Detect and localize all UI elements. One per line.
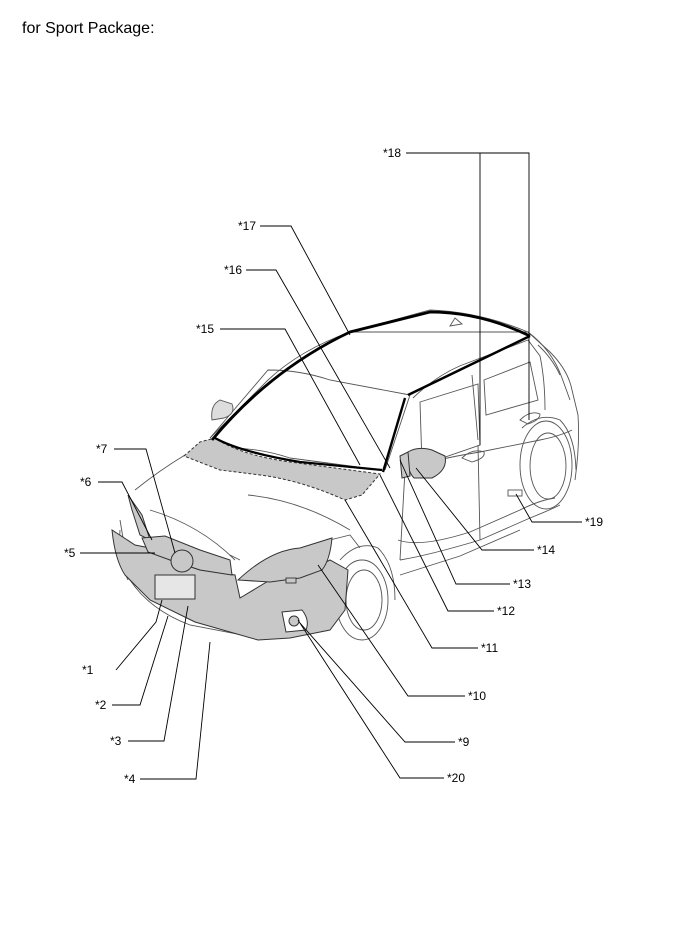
leader-3 [128,605,189,742]
callout-labels: *1 *2 *3 *4 *5 *6 *7 *9 *10 *11 *12 *13 … [64,146,603,786]
callout-label-13: *13 [513,577,531,591]
leader-17 [260,225,351,336]
header-caption: for Sport Package: [22,20,155,37]
callout-label-7: *7 [96,442,108,456]
callout-label-6: *6 [80,475,92,489]
callout-label-4: *4 [124,772,136,786]
leader-15 [220,328,361,466]
leader-2 [112,615,169,706]
leader-18a [406,152,481,445]
callout-label-11: *11 [481,641,498,655]
leader-11 [344,499,478,649]
leader-lines [80,152,582,780]
callout-label-12: *12 [497,604,515,618]
leader-9 [299,622,455,743]
outer-mirror [407,447,446,479]
license-plate-bracket [154,574,196,600]
front-right-garnish [236,537,333,583]
leader-18b [480,152,530,420]
fog-lamp [281,609,308,633]
leader-12 [379,474,494,612]
callout-label-5: *5 [64,546,76,560]
callout-label-19: *19 [585,515,603,529]
pillar-molding [381,397,407,473]
roof-drip-molding [407,334,531,397]
leader-16 [246,269,391,469]
highlighted-parts [111,437,446,641]
leader-14 [415,467,534,551]
callout-label-2: *2 [95,698,107,712]
leader-7 [114,448,176,554]
front-emblem [170,549,194,573]
leader-20 [297,619,444,779]
car-illustration [119,309,580,641]
leader-19 [515,493,582,523]
windshield-molding [214,437,383,472]
leader-6 [98,481,153,541]
leader-13 [399,459,510,585]
leader-4 [140,641,211,780]
callout-label-10: *10 [468,689,486,703]
callout-label-3: *3 [110,734,122,748]
callout-label-16: *16 [224,263,242,277]
callout-label-9: *9 [458,735,470,749]
roof-molding [210,310,531,441]
callout-label-1: *1 [82,663,94,677]
callout-label-15: *15 [196,322,214,336]
callout-label-20: *20 [447,771,465,785]
cowl-panel [183,437,381,501]
callout-label-17: *17 [238,219,256,233]
leader-1 [115,599,163,671]
front-left-garnish [127,494,151,541]
leader-10 [317,564,465,697]
callout-label-14: *14 [537,543,555,557]
side-lamp [285,577,297,584]
callout-label-18: *18 [383,146,401,160]
